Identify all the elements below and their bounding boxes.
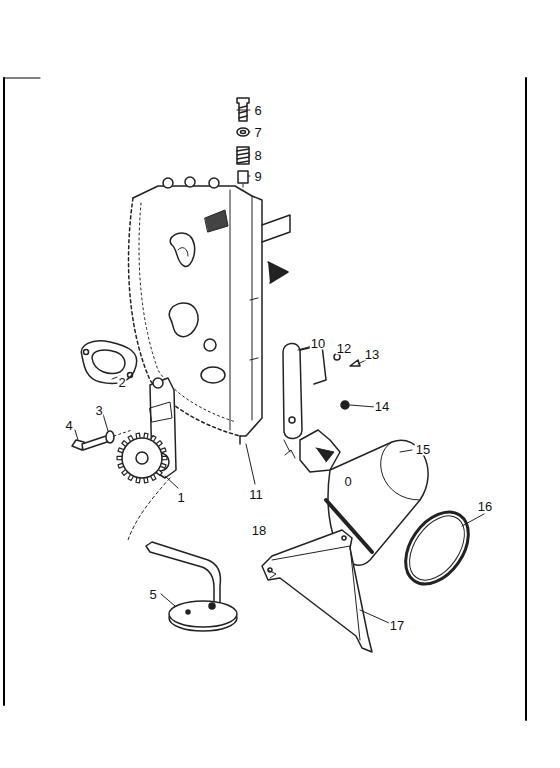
callout-number: 18 (251, 524, 267, 537)
mounting-bracket (262, 530, 372, 652)
bolt (72, 430, 132, 450)
callout-number: 1 (176, 491, 185, 504)
callout-number: 9 (253, 170, 262, 183)
callout-number: 0 (343, 475, 352, 488)
callout-number: 17 (389, 619, 405, 632)
callout-number: 3 (94, 404, 103, 417)
filter-adapter (283, 343, 360, 472)
callout-number: 2 (117, 376, 126, 389)
callout-number: 10 (310, 337, 326, 350)
leader-lines (75, 110, 484, 623)
callout-number: 11 (248, 488, 264, 501)
callout-number: 16 (477, 500, 493, 513)
callout-number: 15 (415, 443, 431, 456)
callout-number: 14 (374, 400, 390, 413)
callout-number: 7 (253, 126, 262, 139)
oil-pump (117, 378, 176, 483)
callout-number: 13 (364, 348, 380, 361)
oil-pickup (128, 478, 276, 631)
callout-number: 12 (336, 342, 352, 355)
seal-ring (393, 500, 481, 595)
callout-number: 8 (253, 149, 262, 162)
gasket (81, 341, 136, 384)
callout-number: 6 (253, 104, 262, 117)
callout-number: 4 (64, 419, 73, 432)
callout-number: 5 (148, 588, 157, 601)
